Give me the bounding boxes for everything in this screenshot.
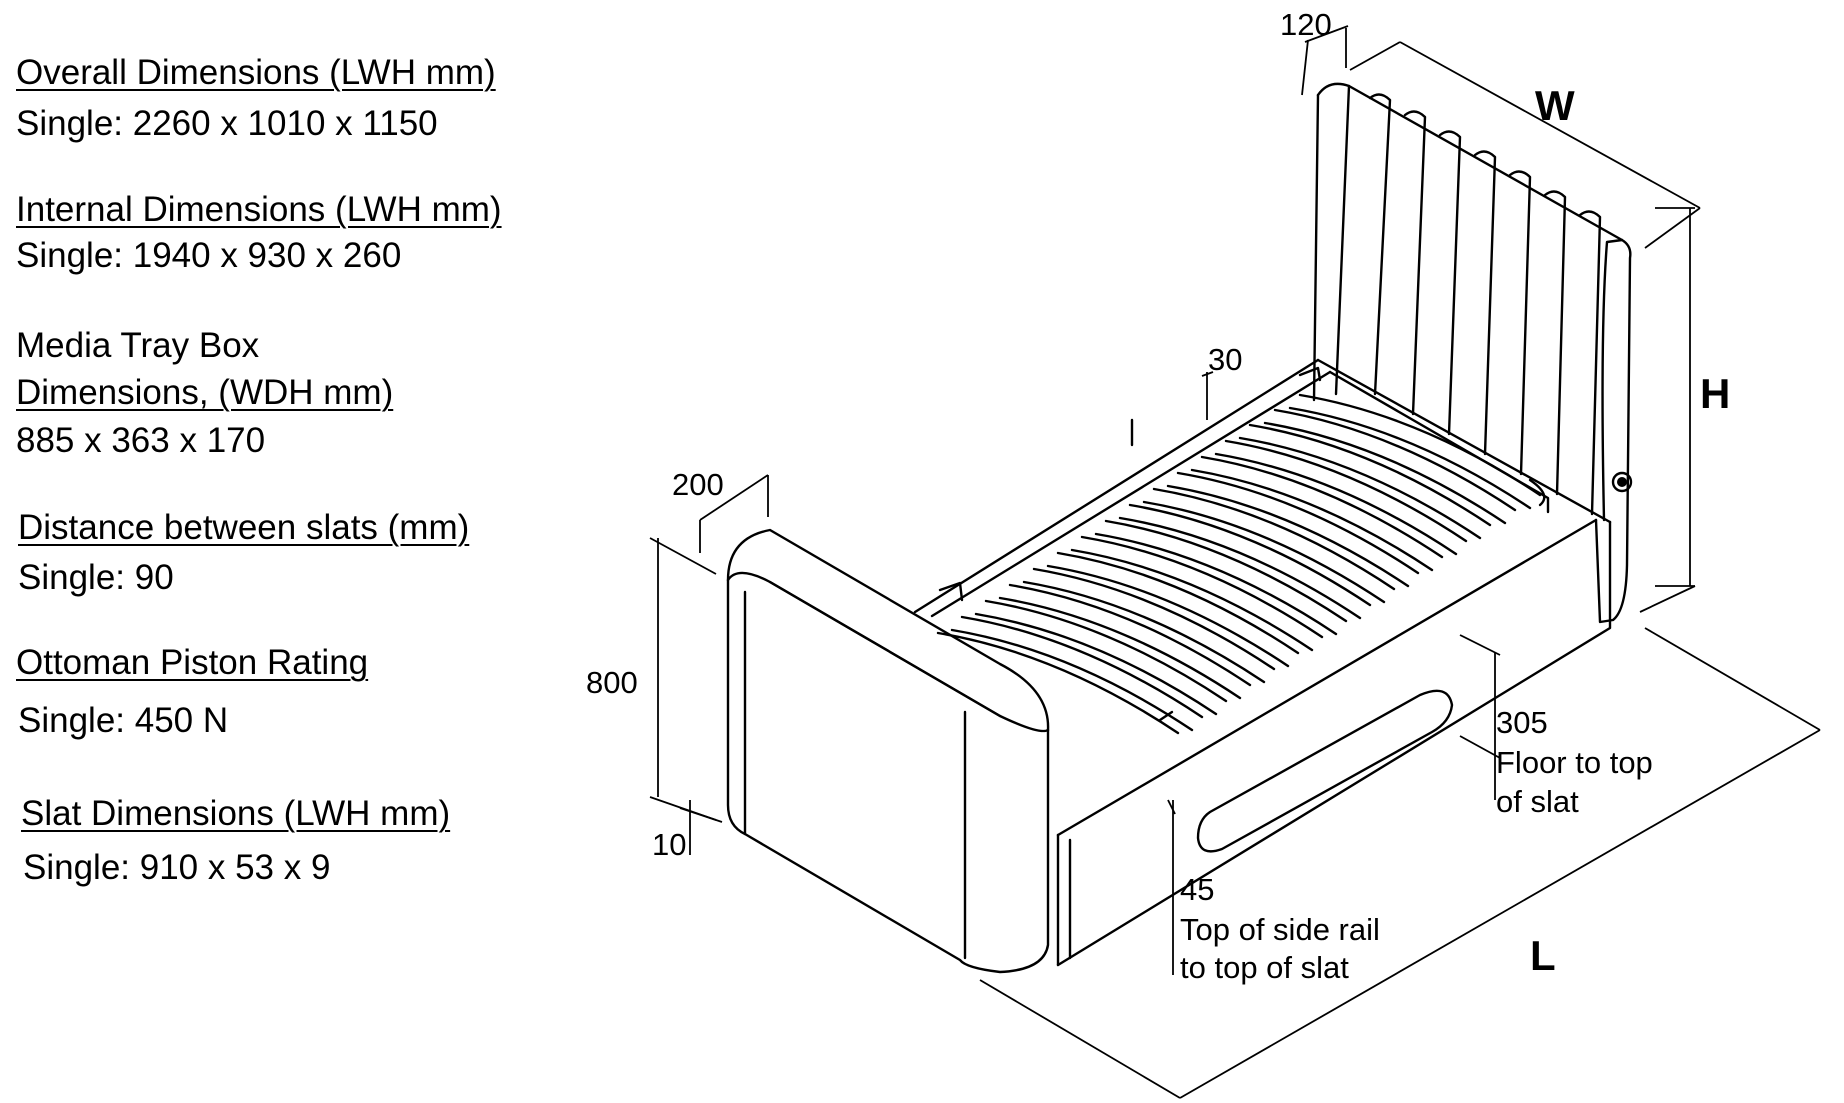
slat-dimensions-value: Single: 910 x 53 x 9 <box>23 848 331 887</box>
floor-to-slat-caption-2: of slat <box>1496 784 1579 819</box>
dimension-labels: 120 W H L 30 200 800 10 305 Floor to top… <box>586 7 1730 985</box>
specification-panel: Overall Dimensions (LWH mm) Single: 2260… <box>0 0 600 1103</box>
slat-dimensions-heading: Slat Dimensions (LWH mm) <box>21 794 451 833</box>
dim-floor-to-slat: 305 <box>1496 705 1548 740</box>
bed-frame <box>913 358 1612 967</box>
dim-rail-to-slat: 45 <box>1180 872 1214 907</box>
rail-to-slat-caption-2: to top of slat <box>1180 950 1349 985</box>
headboard-button-icon <box>1617 477 1627 487</box>
rail-to-slat-caption-1: Top of side rail <box>1180 912 1380 947</box>
slat-distance-value: Single: 90 <box>18 558 174 597</box>
piston-rating-value: Single: 450 N <box>18 701 229 740</box>
media-tray-value: 885 x 363 x 170 <box>16 421 266 460</box>
label-length: L <box>1530 932 1556 979</box>
label-width: W <box>1535 82 1575 129</box>
dim-footboard-height: 800 <box>586 665 638 700</box>
dim-headboard-thickness: 120 <box>1280 7 1332 42</box>
media-tray-heading-line1: Media Tray Box <box>16 326 260 365</box>
dim-clearance-10: 10 <box>652 827 686 862</box>
media-tray-heading-line2: Dimensions, (WDH mm) <box>16 373 394 412</box>
slat-set <box>936 366 1542 735</box>
floor-to-slat-caption-1: Floor to top <box>1496 745 1653 780</box>
dim-bracket-30: 30 <box>1208 342 1242 377</box>
internal-dimensions-heading: Internal Dimensions (LWH mm) <box>16 190 502 229</box>
overall-dimensions-heading: Overall Dimensions (LWH mm) <box>16 53 496 92</box>
footboard-media-box <box>726 528 1050 974</box>
overall-dimensions-value: Single: 2260 x 1010 x 1150 <box>16 104 438 143</box>
internal-dimensions-value: Single: 1940 x 930 x 260 <box>16 236 402 275</box>
dim-footboard-depth: 200 <box>672 467 724 502</box>
dimension-lines <box>649 25 1821 1099</box>
piston-rating-heading: Ottoman Piston Rating <box>16 643 369 682</box>
slat-distance-heading: Distance between slats (mm) <box>18 508 470 547</box>
headboard <box>1312 82 1633 624</box>
side-handle <box>1196 689 1454 853</box>
label-height: H <box>1700 370 1730 417</box>
